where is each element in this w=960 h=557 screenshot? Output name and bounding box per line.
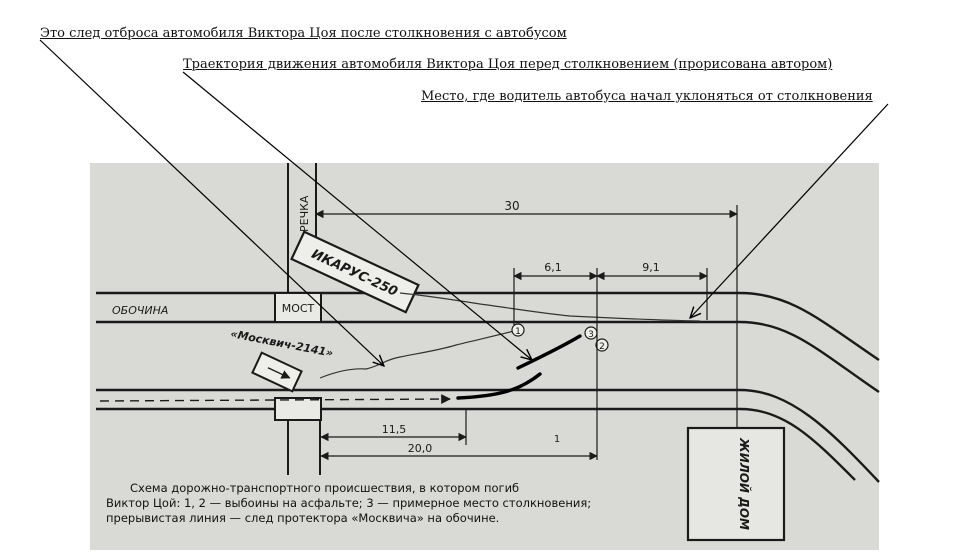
river-label: РЕЧКА <box>298 195 311 232</box>
dimension-20-0: 20,0 <box>408 442 433 455</box>
house-label: ЖИЛОЙ ДОМ <box>737 437 752 530</box>
debris-trail-trace <box>319 329 519 379</box>
drawn-car-trajectory-upper <box>516 334 582 370</box>
dimension-9-1: 9,1 <box>642 261 660 274</box>
bridge-bottom <box>274 397 322 421</box>
pointer-debris-trail <box>39 39 384 366</box>
caption-line-2: Виктор Цой: 1, 2 — выбоины на асфальте; … <box>106 496 592 525</box>
caption-line-1: Схема дорожно-транспортного происшествия… <box>130 481 520 495</box>
dimension-6-1: 6,1 <box>544 261 562 274</box>
dimension-11-5: 11,5 <box>382 423 407 436</box>
pointer-bus-swerve-point <box>690 103 889 318</box>
svg-text:3: 3 <box>588 330 594 340</box>
dimension-lines <box>315 205 738 470</box>
annotation-car-trajectory: Траектория движения автомобиля Виктора Ц… <box>183 57 833 72</box>
tread-trace <box>99 394 451 404</box>
bridge-label: МОСТ <box>282 302 315 315</box>
road-edges <box>96 291 880 483</box>
lane-mark: 1 <box>554 434 560 445</box>
annotation-bus-swerve-point: Место, где водитель автобуса начал уклон… <box>421 89 873 104</box>
svg-text:2: 2 <box>599 342 605 352</box>
car: «Москвич-2141» <box>229 327 334 393</box>
scheme-caption: Схема дорожно-транспортного происшествия… <box>106 481 626 526</box>
pothole-marker-2: 2 <box>595 338 609 352</box>
bridge-top <box>274 292 322 323</box>
collision-marker-3: 3 <box>584 326 598 340</box>
drawn-car-trajectory <box>456 372 542 400</box>
pothole-marker-1: 1 <box>511 323 525 337</box>
residential-house: ЖИЛОЙ ДОМ <box>686 426 786 542</box>
annotation-debris-trail: Это след отброса автомобиля Виктора Цоя … <box>40 26 567 41</box>
car-label: «Москвич-2141» <box>229 327 334 360</box>
pointer-car-trajectory <box>182 71 532 360</box>
bus-skid-trace <box>399 292 701 322</box>
svg-text:1: 1 <box>515 327 521 337</box>
river: РЕЧКА <box>287 163 321 475</box>
shoulder-label: ОБОЧИНА <box>112 304 168 317</box>
dimension-30: 30 <box>504 199 519 213</box>
